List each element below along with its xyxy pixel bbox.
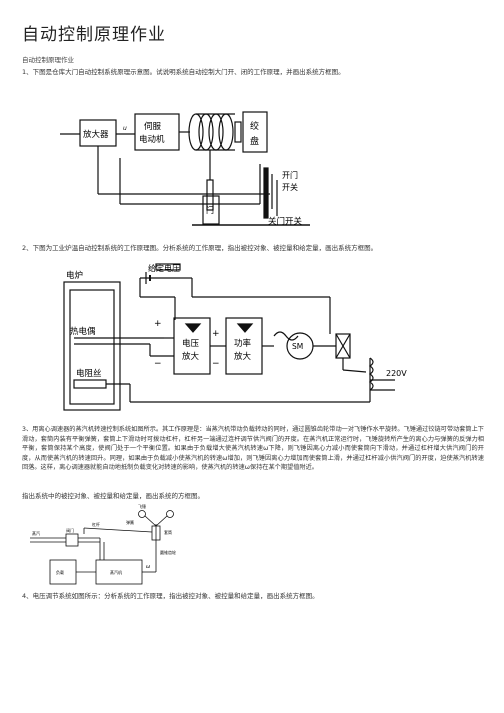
figure-governor: 飞锤 杠杆 弹簧 套筒 蒸汽 阀门 负载 蒸汽机 ω 圆锥齿轮 <box>30 504 176 585</box>
open-switch-label-1: 开门 <box>282 170 298 180</box>
steam-label: 蒸汽 <box>32 530 40 536</box>
supply-label: 220V <box>386 369 407 378</box>
thermocouple-label: 热电偶 <box>70 326 96 337</box>
drum-label-2: 盘 <box>250 135 259 147</box>
close-switch-label: 关门开关 <box>268 216 303 227</box>
valve-label: 阀门 <box>66 527 74 533</box>
minus-sign-2: − <box>212 359 220 369</box>
flyball-label: 飞锤 <box>138 504 146 509</box>
question-2: 2、下图为工业炉温自动控制系统的工作原理图。分析系统的工作原理，指出被控对象、被… <box>22 244 378 252</box>
engine-label: 蒸汽机 <box>110 569 122 575</box>
servo-label-2: 电动机 <box>139 134 165 145</box>
load-label: 负载 <box>56 569 64 575</box>
minus-sign-1: − <box>154 359 162 369</box>
servo-label-1: 伺服 <box>144 121 162 132</box>
furnace-box <box>63 281 121 411</box>
spring <box>206 179 214 211</box>
voltage-amp-label-1: 电压 <box>182 338 200 349</box>
omega-label: ω <box>146 564 150 570</box>
motor-label: SM <box>292 342 303 351</box>
gear-label: 圆锥齿轮 <box>160 549 176 555</box>
drum-label-1: 绞 <box>250 120 259 132</box>
power-amp-label-2: 放大 <box>234 351 252 362</box>
figure-door-control: 放大器 u 伺服 电动机 绞 盘 门 开门 开关 关门开关 <box>60 111 310 227</box>
page-subtitle: 自动控制原理作业 <box>22 56 74 64</box>
door-label: 门 <box>206 205 214 215</box>
question-3: 3、用离心调速器的蒸汽机转速控制系统如图所示。其工作原理是：当蒸汽机带动负载转动… <box>22 426 484 472</box>
voltage-amp-label-2: 放大 <box>182 351 200 362</box>
drum-box <box>242 111 268 153</box>
heater-label: 电阻丝 <box>76 368 102 379</box>
open-switch-label-2: 开关 <box>282 182 298 192</box>
plus-sign-1: + <box>154 319 162 329</box>
amplifier-label: 放大器 <box>83 129 109 140</box>
question-4: 4、电压调节系统如图所示：分析系统的工作原理，指出被控对象、被控量和给定量，画出… <box>22 592 319 600</box>
question-3-task: 指出系统中的被控对象、被控量和给定量，画出系统的方框图。 <box>22 492 204 500</box>
sleeve-label: 套筒 <box>164 529 172 535</box>
u-label: u <box>123 125 127 132</box>
setpoint-label: 给定电压 <box>148 263 180 273</box>
page-title: 自动控制原理作业 <box>22 25 166 45</box>
question-1: 1、下图是仓库大门自动控制系统原理示意图。试说明系统自动控制大门开、闭的工作原理… <box>22 68 345 76</box>
plus-sign-2: + <box>212 329 220 339</box>
furnace-label: 电炉 <box>66 270 83 281</box>
power-amp-label-1: 功率 <box>234 338 252 349</box>
figure-furnace-control: 电炉 给定电压 热电偶 电阻丝 电压 放大 功率 放大 SM 220V + − … <box>63 263 407 411</box>
door-box <box>202 195 220 225</box>
spring-label: 弹簧 <box>126 519 134 525</box>
lever-label: 杠杆 <box>92 521 100 527</box>
